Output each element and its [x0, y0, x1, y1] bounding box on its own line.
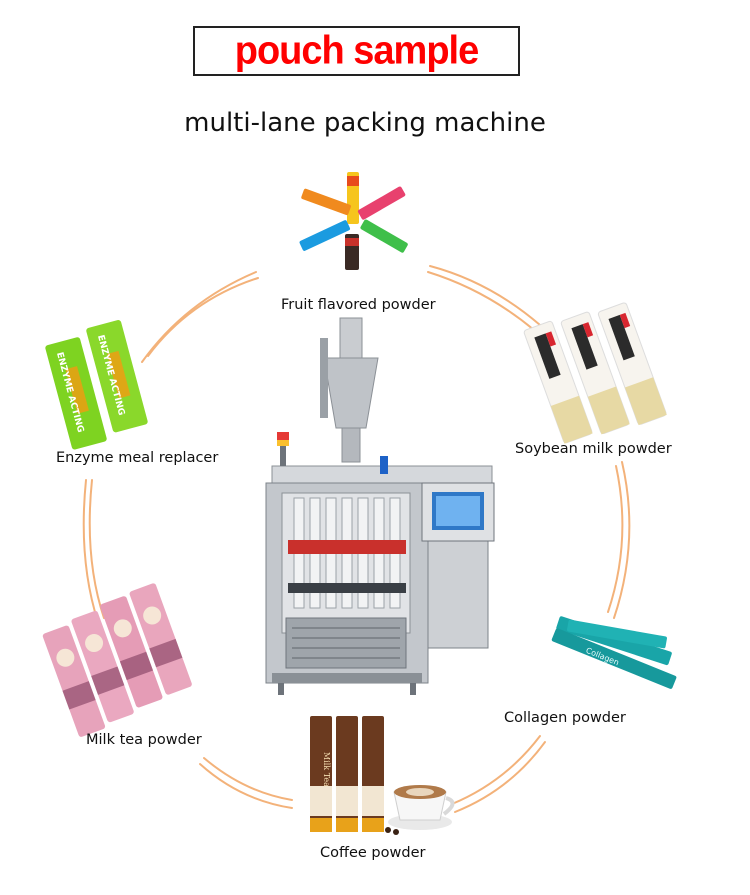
milktea-sticks	[42, 583, 192, 737]
arc-bottom-right	[454, 741, 546, 813]
arc-right	[613, 461, 631, 619]
arc-top-right	[429, 265, 541, 326]
label-milk-tea-powder: Milk tea powder	[86, 732, 202, 748]
arc-bottom-left	[199, 763, 293, 809]
title-box: pouch sample	[193, 26, 520, 76]
label-enzyme-meal-replacer: Enzyme meal replacer	[56, 450, 219, 466]
arc-top-left	[147, 277, 259, 357]
coffee-sticks: Milk Tea	[310, 716, 455, 835]
label-coffee-powder: Coffee powder	[320, 845, 426, 861]
page-title: pouch sample	[234, 28, 479, 73]
label-soybean-milk-powder: Soybean milk powder	[515, 441, 672, 457]
enzyme-sticks: ENZYME ACTING ENZYME ACTING	[45, 320, 148, 450]
collagen-sticks: Collagen	[551, 616, 677, 689]
soybean-sticks	[523, 302, 667, 444]
arc-left	[82, 479, 99, 623]
fruit-powder-sticks	[299, 172, 408, 270]
page-subtitle: multi-lane packing machine	[184, 108, 546, 138]
packing-machine-image	[265, 317, 495, 695]
label-fruit-flavored-powder: Fruit flavored powder	[281, 297, 436, 313]
coffee-pack-text: Milk Tea	[322, 752, 331, 787]
label-collagen-powder: Collagen powder	[504, 710, 626, 726]
